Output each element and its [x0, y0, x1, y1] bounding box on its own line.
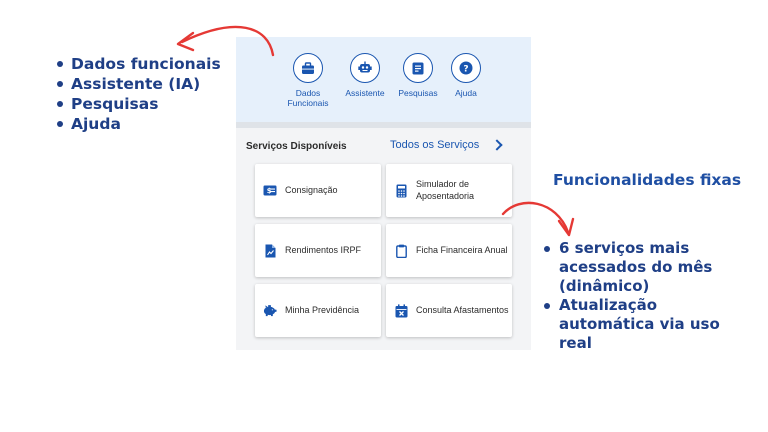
left-feature-item: Dados funcionais	[55, 54, 221, 74]
calendar-x-icon	[394, 303, 408, 318]
svg-text:$: $	[267, 187, 272, 195]
briefcase-icon	[293, 53, 323, 83]
right-annotation-title: Funcionalidades fixas	[553, 171, 742, 189]
left-feature-item: Pesquisas	[55, 94, 221, 114]
section-divider	[236, 122, 531, 128]
service-card-consulta-afastamentos[interactable]: Consulta Afastamentos	[386, 284, 512, 337]
shortcut-pesquisas[interactable]: Pesquisas	[388, 53, 448, 98]
shortcut-dados-funcionais[interactable]: Dados Funcionais	[278, 53, 338, 108]
right-feature-item: Atualização automática via uso real	[541, 296, 756, 353]
services-title: Serviços Disponíveis	[246, 141, 347, 152]
arrow-to-right-list	[501, 201, 575, 237]
clipboard-icon	[394, 244, 408, 258]
service-label: Simulador de Aposentadoria	[416, 179, 475, 201]
shortcut-label: Assistente	[345, 88, 385, 98]
right-feature-list: 6 serviços mais acessados do mês (dinâmi…	[541, 239, 756, 353]
document-chart-icon	[263, 244, 277, 258]
shortcut-assistente[interactable]: Assistente	[335, 53, 395, 98]
service-label: Consignação	[285, 184, 338, 195]
robot-icon	[350, 53, 380, 83]
left-feature-list: Dados funcionais Assistente (IA) Pesquis…	[55, 54, 221, 134]
shortcut-label: Pesquisas	[398, 88, 438, 98]
left-feature-item: Ajuda	[55, 114, 221, 134]
service-card-minha-previdencia[interactable]: Minha Previdência	[255, 284, 381, 337]
shortcut-bar: Dados Funcionais Assistente Pesquisas ? …	[236, 37, 531, 122]
help-icon: ?	[451, 53, 481, 83]
service-card-consignacao[interactable]: $ Consignação	[255, 164, 381, 217]
svg-text:?: ?	[463, 65, 468, 75]
shortcut-ajuda[interactable]: ? Ajuda	[436, 53, 496, 98]
survey-icon	[403, 53, 433, 83]
service-label: Minha Previdência	[285, 304, 360, 315]
calculator-icon	[394, 184, 408, 198]
arrow-to-left-list	[176, 25, 275, 57]
service-card-rendimentos-irpf[interactable]: Rendimentos IRPF	[255, 224, 381, 277]
left-feature-item: Assistente (IA)	[55, 74, 221, 94]
service-card-simulador[interactable]: Simulador de Aposentadoria	[386, 164, 512, 217]
app-screenshot: Dados Funcionais Assistente Pesquisas ? …	[236, 37, 531, 350]
piggy-bank-icon	[263, 304, 277, 318]
service-card-ficha-financeira[interactable]: Ficha Financeira Anual	[386, 224, 512, 277]
service-label: Rendimentos IRPF	[285, 244, 362, 255]
shortcut-label: Ajuda	[455, 88, 477, 98]
shortcut-label: Dados Funcionais	[287, 88, 329, 108]
service-label: Ficha Financeira Anual	[416, 244, 508, 255]
money-card-icon: $	[263, 184, 277, 198]
all-services-link[interactable]: Todos os Serviços	[390, 139, 503, 151]
right-feature-item: 6 serviços mais acessados do mês (dinâmi…	[541, 239, 721, 296]
service-label: Consulta Afastamentos	[416, 304, 509, 315]
all-services-label: Todos os Serviços	[390, 139, 480, 151]
